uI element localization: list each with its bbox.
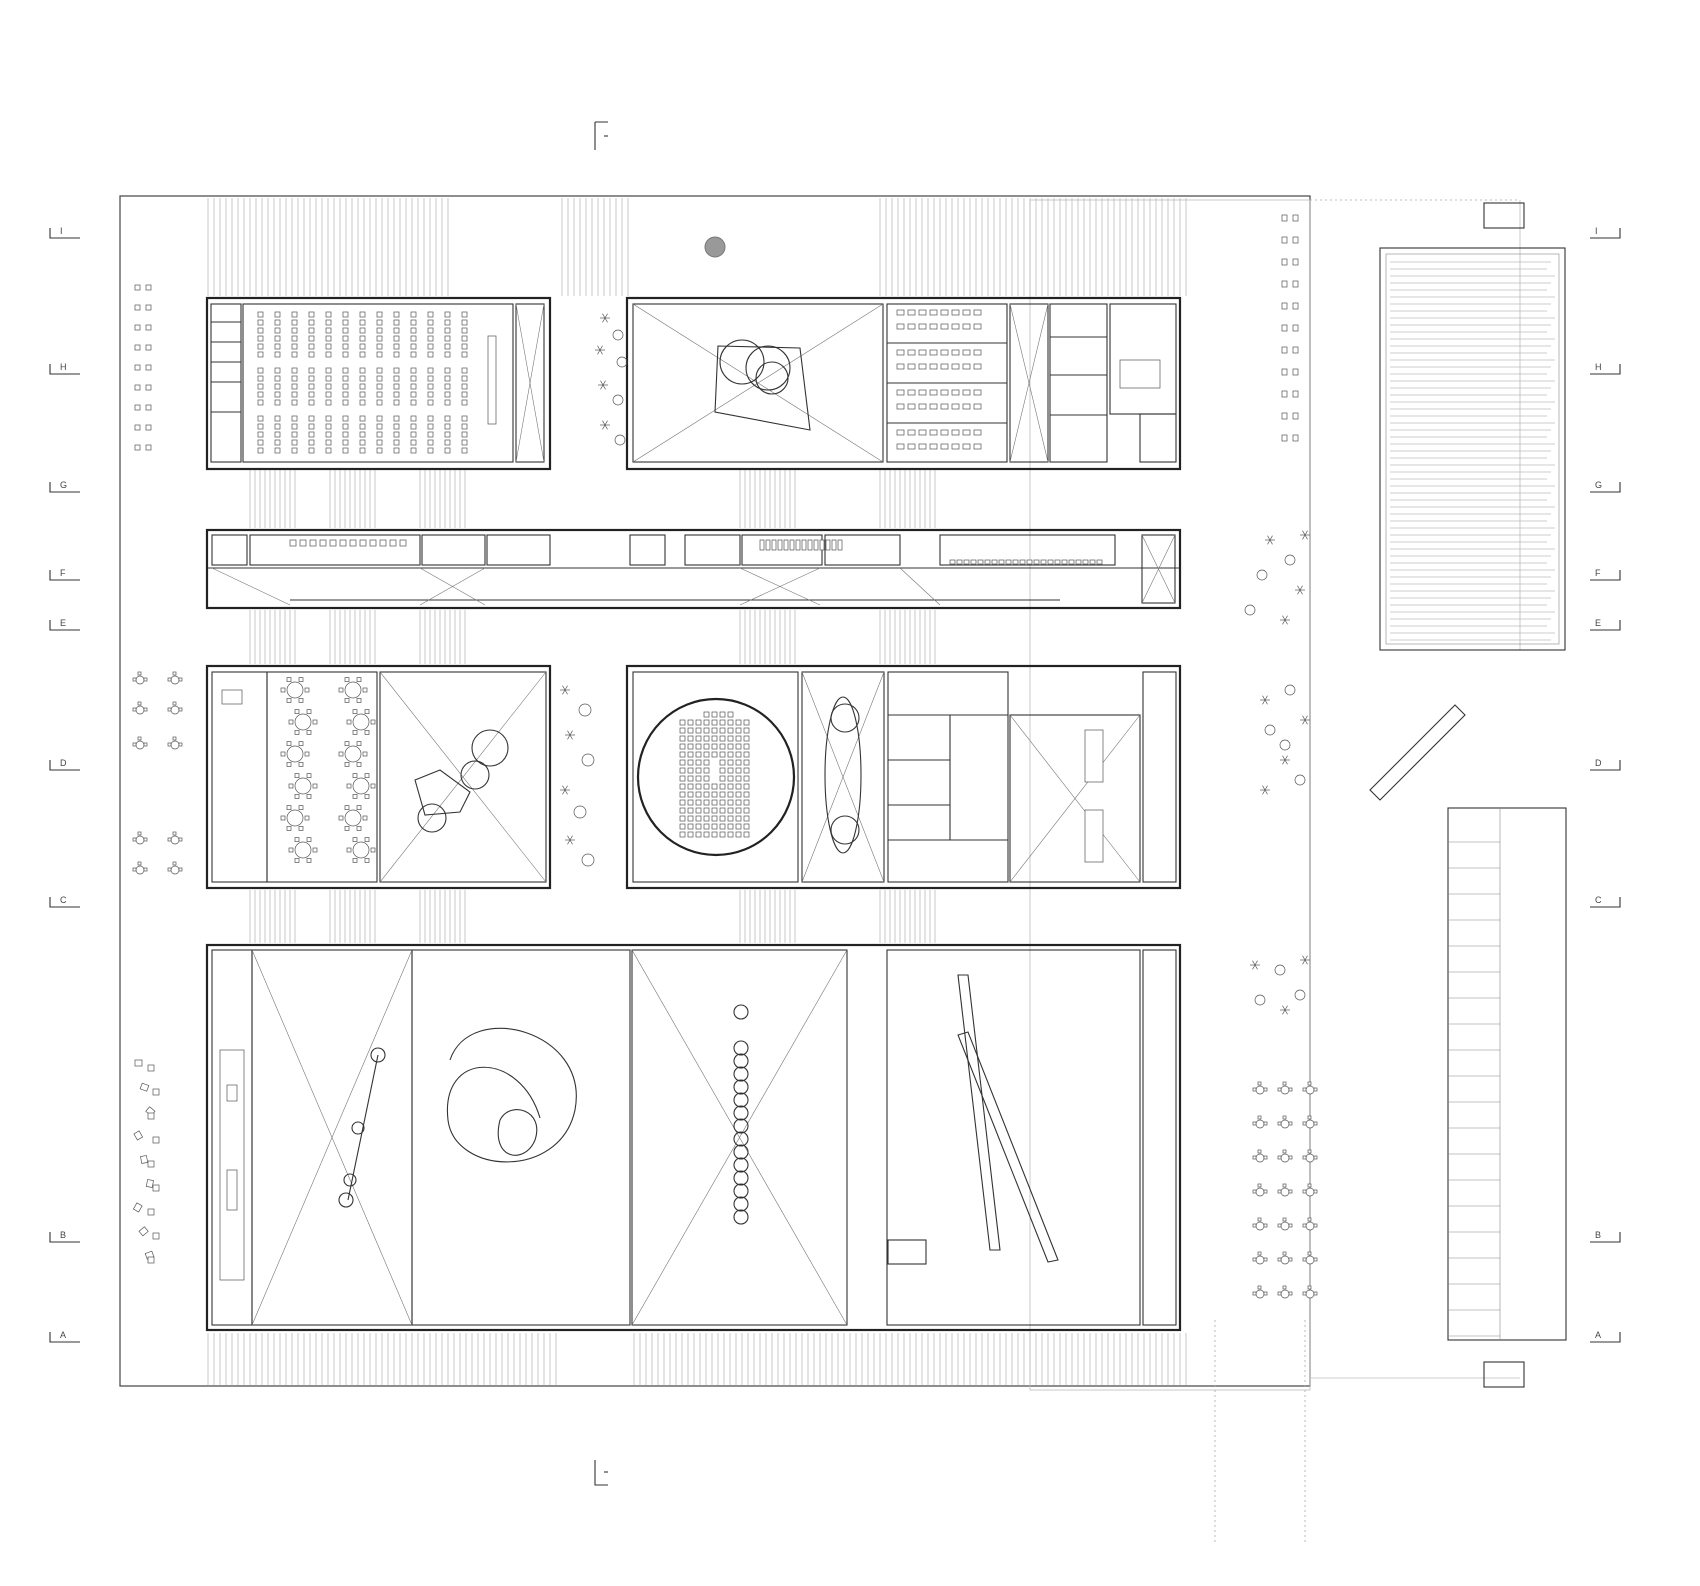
grid-axis-label: C (1595, 895, 1602, 905)
paving-top (207, 198, 1187, 296)
stacked-circle-sculpture (733, 1004, 749, 1225)
north-block (205, 296, 1182, 471)
outdoor-trees-and-seating (132, 214, 1318, 1299)
dining-tables (280, 677, 376, 863)
grid-axis-label: F (60, 568, 66, 578)
stair-top-right (1483, 202, 1525, 229)
stair-bottom-right (1483, 1361, 1525, 1388)
slab-bench (1369, 704, 1466, 801)
grid-axis-label: F (1595, 568, 1601, 578)
pool-basin (1379, 247, 1566, 651)
grid-axis-label: C (60, 895, 67, 905)
grid-axis-label: I (60, 226, 63, 236)
grid-axis-label: A (60, 1330, 66, 1340)
long-grid-terrace (1447, 807, 1567, 1341)
south-block (205, 943, 1182, 1332)
grid-axis-label: D (1595, 758, 1602, 768)
grid-axis-label: E (60, 618, 66, 628)
corridor-furniture (289, 539, 1103, 565)
grid-axis-left: I H G F E D C B A (49, 226, 80, 1343)
grid-axis-label: G (60, 480, 67, 490)
grid-axis-label: A (1595, 1330, 1601, 1340)
section-cut-top (594, 121, 608, 150)
grid-axis-label: D (60, 758, 67, 768)
corridor-block (205, 528, 1182, 610)
site-boundary (119, 195, 1521, 1545)
grid-axis-label: B (60, 1230, 66, 1240)
section-cut-bottom (594, 1460, 608, 1486)
classroom-desks (896, 309, 982, 450)
round-feature (704, 236, 726, 258)
middle-block (205, 664, 1182, 890)
grid-axis-label: H (1595, 362, 1602, 372)
grid-axis-label: H (60, 362, 67, 372)
auditorium-seating (257, 311, 468, 454)
grid-axis-label: I (1595, 226, 1598, 236)
grid-axis-label: E (1595, 618, 1601, 628)
grid-axis-label: G (1595, 480, 1602, 490)
grid-axis-label: B (1595, 1230, 1601, 1240)
paving-bottom (207, 1333, 1187, 1385)
circular-hall-seats (679, 711, 750, 838)
paving-between (249, 470, 936, 943)
grid-axis-right: I H G F E D C B A (1590, 226, 1621, 1343)
